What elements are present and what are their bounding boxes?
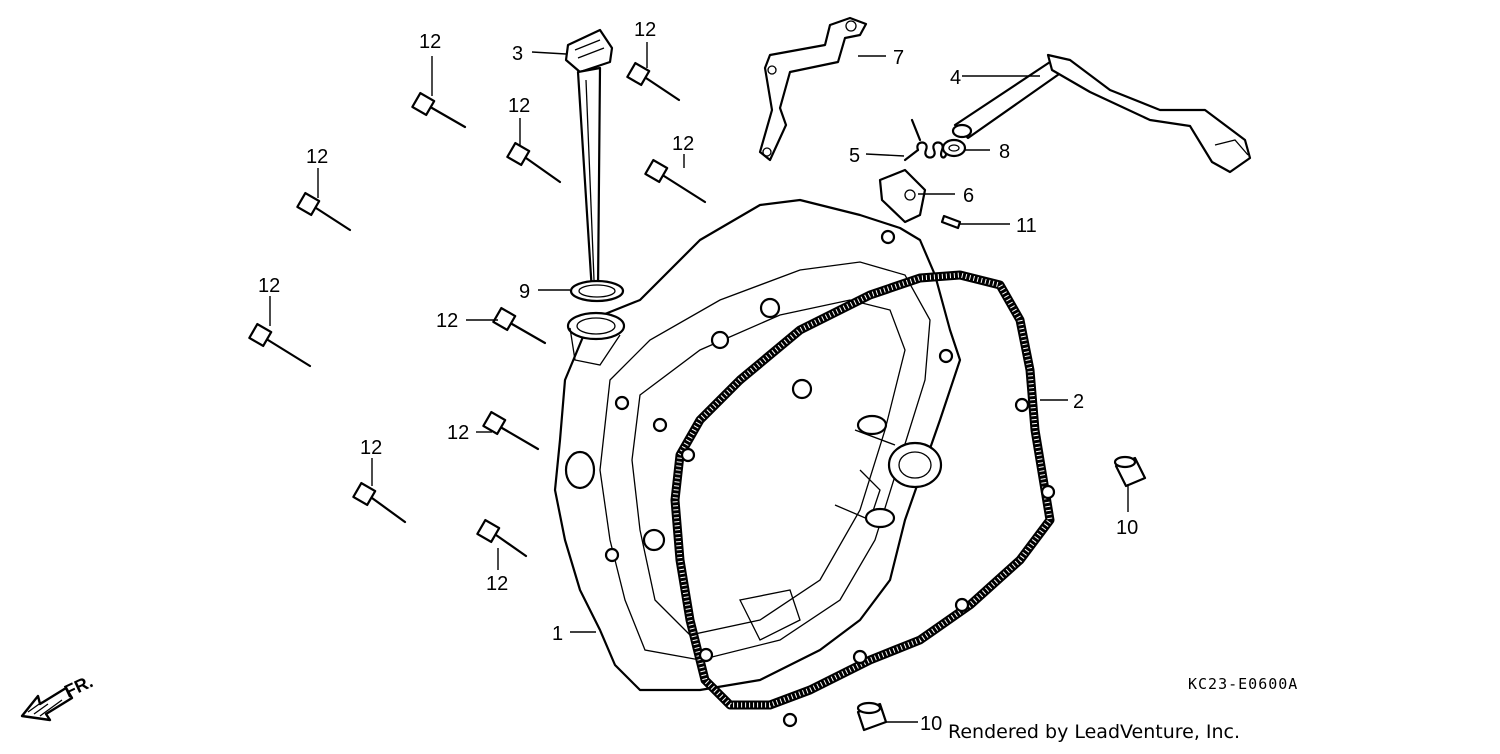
bolts — [248, 61, 707, 558]
cover-gasket — [670, 270, 1056, 728]
bolt-10 — [476, 518, 528, 558]
drawing-code: KC23-E0600A — [1188, 675, 1298, 693]
callout-9: 9 — [519, 281, 530, 303]
callout-12-g: 12 — [436, 310, 458, 332]
bolt-9 — [352, 481, 407, 524]
shift-arm — [951, 53, 1252, 174]
callout-labels: 1 2 3 4 5 6 7 8 9 10 10 11 12 12 12 12 1… — [258, 19, 1138, 735]
bolt-1 — [411, 91, 467, 129]
callout-5: 5 — [849, 145, 860, 167]
callout-8: 8 — [999, 141, 1010, 163]
callout-10-lower: 10 — [920, 713, 942, 735]
render-credit: Rendered by LeadVenture, Inc. — [948, 721, 1240, 743]
oil-dipstick — [564, 28, 614, 294]
callout-2: 2 — [1073, 391, 1084, 413]
callout-12-c: 12 — [508, 95, 530, 117]
bracket — [758, 16, 868, 162]
callout-3: 3 — [512, 43, 523, 65]
callout-1: 1 — [552, 623, 563, 645]
crankcase-cover — [553, 198, 962, 692]
bolt-5 — [296, 191, 352, 232]
front-direction-indicator: FR. — [20, 671, 96, 722]
stopper — [878, 168, 927, 224]
callout-10-upper: 10 — [1116, 517, 1138, 539]
return-spring — [903, 118, 948, 162]
bolt-4 — [644, 158, 707, 204]
callout-12-h: 12 — [447, 422, 469, 444]
callout-11: 11 — [1016, 215, 1037, 237]
bolt-6 — [248, 322, 312, 368]
callout-4: 4 — [950, 67, 961, 89]
callout-12-f: 12 — [258, 275, 280, 297]
o-ring — [569, 279, 625, 303]
callout-7: 7 — [893, 47, 904, 69]
washer — [941, 138, 967, 158]
leader-lines — [269, 42, 1129, 723]
callout-12-b: 12 — [634, 19, 656, 41]
callout-12-d: 12 — [672, 133, 694, 155]
callout-12-a: 12 — [419, 31, 441, 53]
dowel-pin-lower — [856, 701, 888, 732]
callout-12-e: 12 — [306, 146, 328, 168]
bolt-7 — [492, 306, 547, 345]
bolt-3 — [506, 141, 562, 184]
callout-6: 6 — [963, 185, 974, 207]
bolt-2 — [626, 61, 681, 102]
pin — [940, 214, 962, 230]
callout-12-i: 12 — [360, 437, 382, 459]
callout-12-j: 12 — [486, 573, 508, 595]
bolt-8 — [482, 410, 540, 451]
dowel-pin-upper — [1113, 455, 1147, 488]
